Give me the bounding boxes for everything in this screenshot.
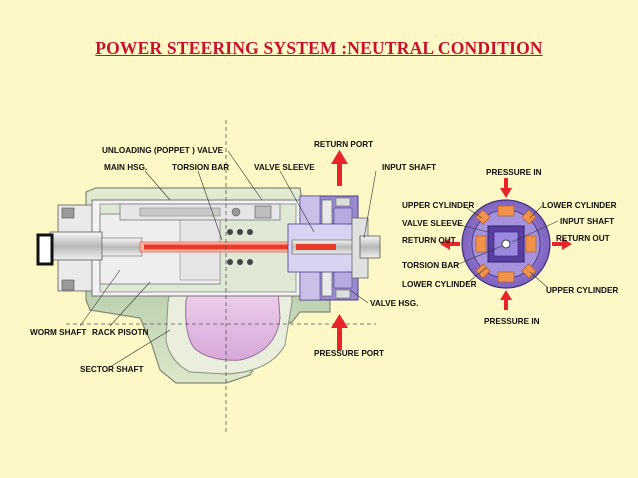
upper-cylinder-left-label: UPPER CYLINDER: [402, 201, 474, 210]
worm-shaft-label: WORM SHAFT: [30, 328, 86, 337]
return-out-left-label: RETURN OUT: [402, 236, 456, 245]
lower-cylinder-left-label: LOWER CYLINDER: [402, 280, 477, 289]
section-valve-sleeve-label: VALVE SLEEVE: [402, 219, 463, 228]
pressure-port-arrow: [331, 314, 348, 350]
pressure-in-top-label: PRESSURE IN: [486, 168, 542, 177]
page-title: POWER STEERING SYSTEM :NEUTRAL CONDITION: [95, 38, 543, 58]
return-port-label: RETURN PORT: [314, 140, 373, 149]
valve-cross-section: [461, 199, 551, 289]
valve-sleeve-label: VALVE SLEEVE: [254, 163, 315, 172]
valve-housing: [287, 195, 381, 301]
rack-piston-label: RACK PISOTN: [92, 328, 148, 337]
lower-cylinder-right-label: LOWER CYLINDER: [542, 201, 617, 210]
torsion-bar-label: TORSION BAR: [172, 163, 229, 172]
worm-shaft: [36, 204, 143, 292]
return-port-arrow: [331, 150, 348, 186]
upper-cylinder-right-label: UPPER CYLINDER: [546, 286, 618, 295]
center-lines: [66, 120, 376, 432]
leader-lines: [79, 150, 377, 368]
pressure-port-label: PRESSURE PORT: [314, 349, 384, 358]
sector-shaft-label: SECTOR SHAFT: [80, 365, 144, 374]
input-shaft-label: INPUT SHAFT: [382, 163, 436, 172]
valve-hsg-label: VALVE HSG.: [370, 299, 418, 308]
return-out-right-label: RETURN OUT: [556, 234, 610, 243]
section-input-shaft-label: INPUT SHAFT: [560, 217, 614, 226]
section-torsion-bar-label: TORSION BAR: [402, 261, 459, 270]
section-leader-lines: [451, 205, 559, 289]
main-hsg-label: MAIN HSG.: [104, 163, 147, 172]
section-arrows: [440, 178, 572, 310]
pressure-in-bottom-label: PRESSURE IN: [484, 317, 540, 326]
unloading-valve-label: UNLOADING (POPPET ) VALVE: [102, 146, 224, 155]
